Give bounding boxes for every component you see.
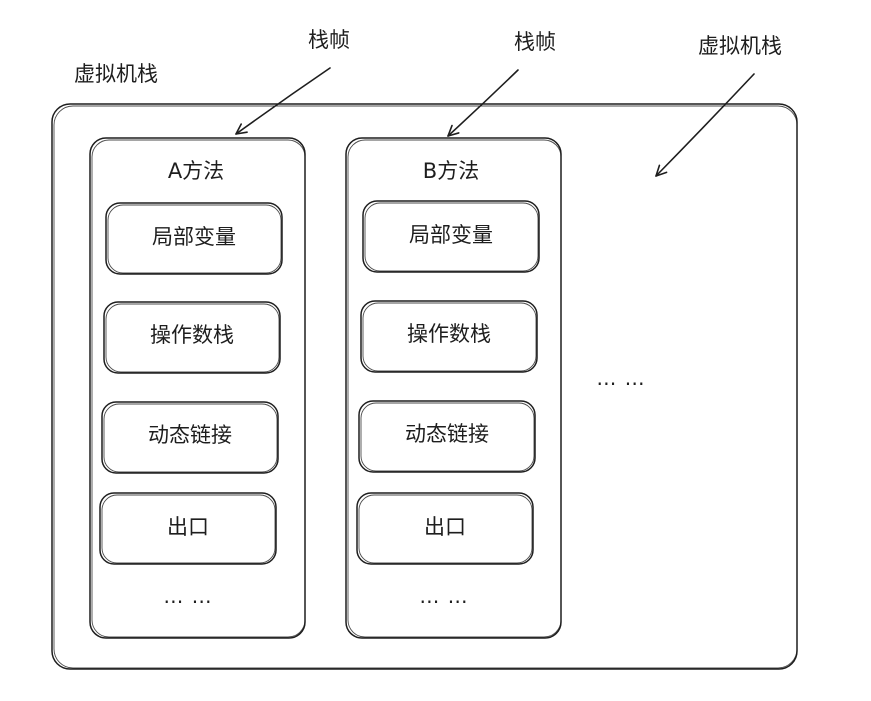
frame-a-exit-label: 出口 bbox=[167, 515, 209, 539]
frame-b-pointer-arrow bbox=[447, 69, 519, 137]
frame-b-title: B方法 bbox=[422, 159, 480, 183]
vm-stack-label: 虚拟机栈 bbox=[74, 62, 158, 86]
frame-b-local-variables-box bbox=[362, 200, 540, 273]
frame-b-dynamic-linking-box bbox=[358, 400, 536, 473]
frame-b-local-variables-label: 局部变量 bbox=[409, 223, 493, 247]
frame-a-pointer-label: 栈帧 bbox=[308, 28, 350, 52]
frame-a-pointer-arrow bbox=[235, 67, 331, 135]
vm-stack-pointer-label: 虚拟机栈 bbox=[698, 34, 782, 58]
frame-a-operand-stack-label: 操作数栈 bbox=[150, 323, 234, 347]
frame-b-pointer-label: 栈帧 bbox=[514, 30, 556, 54]
vm-stack-pointer-arrow bbox=[655, 73, 755, 177]
frame-b-dynamic-linking-label: 动态链接 bbox=[405, 422, 489, 446]
frame-a-local-variables-box bbox=[105, 202, 283, 275]
frame-a-more-ellipsis: … … bbox=[163, 584, 213, 608]
vm-stack-box bbox=[51, 103, 798, 670]
frame-b-operand-stack-box bbox=[360, 300, 538, 373]
frame-a-operand-stack-box bbox=[103, 301, 281, 374]
frame-b-exit-box bbox=[356, 492, 534, 565]
frame-b-exit-label: 出口 bbox=[424, 515, 466, 539]
frame-a-dynamic-linking-box bbox=[101, 401, 279, 474]
frame-a-dynamic-linking-label: 动态链接 bbox=[148, 423, 232, 447]
frame-a-local-variables-label: 局部变量 bbox=[152, 225, 236, 249]
frame-a-title: A方法 bbox=[167, 159, 225, 183]
vm-stack-more-ellipsis: … … bbox=[596, 366, 646, 390]
stack-frame-a-box bbox=[89, 137, 306, 639]
stack-frame-b-box bbox=[345, 137, 562, 639]
frame-a-exit-box bbox=[99, 492, 277, 565]
frame-b-more-ellipsis: … … bbox=[419, 584, 469, 608]
frame-b-operand-stack-label: 操作数栈 bbox=[407, 322, 491, 346]
